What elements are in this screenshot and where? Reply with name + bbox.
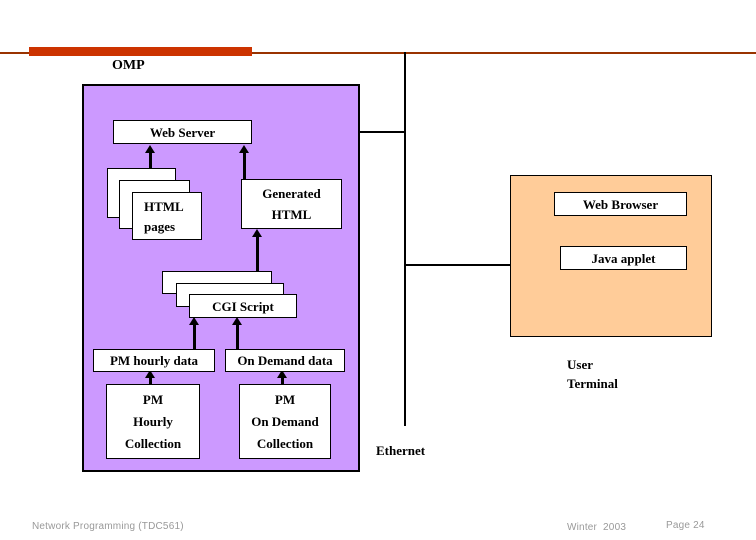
header-rule-line <box>0 52 756 54</box>
arrowhead-up-icon <box>232 317 242 325</box>
generated-html-label-line1: Generated <box>262 186 321 201</box>
footer-course-label: Network Programming (TDC561) <box>32 521 184 532</box>
ethernet-vertical-line <box>404 52 406 426</box>
arrow-pmhourlydata-to-cgiscript <box>189 317 200 349</box>
cgi-script-box: CGI Script <box>189 294 297 318</box>
pm-hourly-collection-line3: Collection <box>124 435 182 451</box>
user-terminal-line2: Terminal <box>567 376 618 391</box>
html-pages-box: HTML pages <box>132 192 202 240</box>
arrow-stem <box>243 152 246 180</box>
web-server-label: Web Server <box>149 124 216 140</box>
html-pages-label-line2: pages <box>144 218 176 234</box>
ethernet-label: Ethernet <box>376 443 426 458</box>
arrow-stem <box>281 377 284 384</box>
generated-html-box: Generated HTML <box>241 179 342 229</box>
html-pages-label-line1: HTML <box>144 198 184 214</box>
arrowhead-up-icon <box>145 370 155 378</box>
arrowhead-up-icon <box>252 229 262 237</box>
pm-hourly-collection-box: PM Hourly Collection <box>106 384 200 459</box>
footer-term-label: Winter 2003 <box>567 522 627 533</box>
generated-html-label-line2: HTML <box>271 207 312 222</box>
pm-hourly-data-box: PM hourly data <box>93 349 215 372</box>
arrow-stem <box>256 236 259 272</box>
slide-title: OMP <box>112 58 145 73</box>
pm-on-demand-collection-line2: On Demand <box>251 413 319 429</box>
arrow-generatedhtml-to-webserver <box>239 145 250 180</box>
java-applet-box: Java applet <box>560 246 687 270</box>
pm-on-demand-collection-box: PM On Demand Collection <box>239 384 331 459</box>
pm-hourly-collection-line1: PM <box>142 392 164 408</box>
pm-on-demand-collection-line3: Collection <box>256 435 314 451</box>
arrow-pmondemandcollection-to-ondemanddata <box>277 370 288 384</box>
footer-page-label: Page 24 <box>666 520 705 531</box>
web-server-box: Web Server <box>113 120 252 144</box>
arrowhead-up-icon <box>189 317 199 325</box>
arrow-ondemanddata-to-cgiscript <box>232 317 243 349</box>
header-accent-bar <box>29 47 252 56</box>
arrow-pmhourlycollection-to-pmhourlydata <box>145 370 156 384</box>
user-terminal-line1: User <box>567 357 593 372</box>
arrow-stem <box>236 324 239 349</box>
arrow-stem <box>193 324 196 349</box>
arrow-stem <box>149 377 152 384</box>
on-demand-data-label: On Demand data <box>237 353 333 368</box>
arrowhead-up-icon <box>239 145 249 153</box>
arrow-htmlpages-to-webserver <box>145 145 156 168</box>
arrow-cgiscript-to-generatedhtml <box>252 229 263 272</box>
cgi-script-label: CGI Script <box>212 298 274 314</box>
web-browser-box: Web Browser <box>554 192 687 216</box>
web-browser-label: Web Browser <box>582 196 659 212</box>
pm-on-demand-collection-line1: PM <box>274 392 296 408</box>
on-demand-data-box: On Demand data <box>225 349 345 372</box>
arrowhead-up-icon <box>145 145 155 153</box>
arrowhead-up-icon <box>277 370 287 378</box>
java-applet-label: Java applet <box>591 250 656 266</box>
user-terminal-label: User Terminal <box>567 355 618 393</box>
client-to-ethernet-line <box>406 264 510 266</box>
pm-hourly-data-label: PM hourly data <box>109 353 199 368</box>
arrow-stem <box>149 152 152 168</box>
pm-hourly-collection-line2: Hourly <box>133 413 173 429</box>
